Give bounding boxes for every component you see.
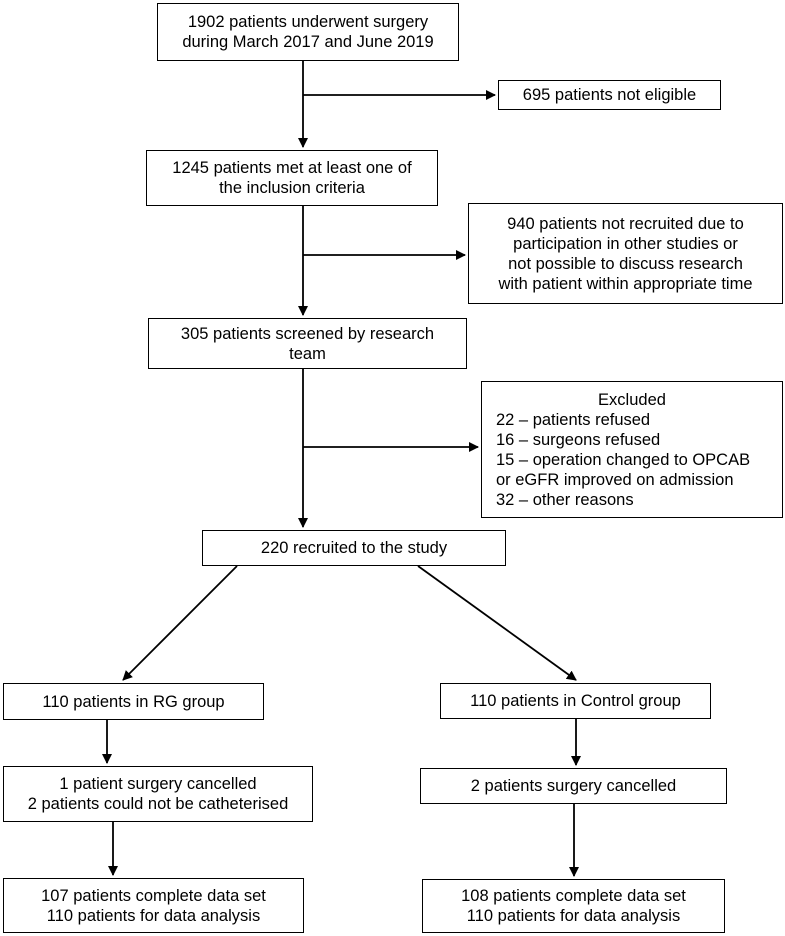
not-eligible-box: 695 patients not eligible bbox=[498, 80, 721, 110]
excluded-reason-4: 32 – other reasons bbox=[496, 491, 634, 509]
rg-cancelled-line-1: 1 patient surgery cancelled bbox=[59, 775, 257, 793]
not-recruited-box: 940 patients not recruited due to partic… bbox=[468, 203, 783, 304]
recruited-box: 220 recruited to the study bbox=[202, 530, 506, 566]
surgery-box: 1902 patients underwent surgery during M… bbox=[157, 3, 459, 61]
excluded-heading: Excluded bbox=[598, 391, 666, 409]
not-recruited-line-3: not possible to discuss research bbox=[508, 254, 743, 273]
rg-complete-line-2: 110 patients for data analysis bbox=[46, 906, 261, 925]
met-criteria-box: 1245 patients met at least one of the in… bbox=[146, 150, 438, 206]
rg-cancelled-box: 1 patient surgery cancelled 2 patients c… bbox=[3, 766, 313, 822]
rg-group-line-1: 110 patients in RG group bbox=[42, 692, 225, 711]
excluded-reason-2: 16 – surgeons refused bbox=[496, 431, 661, 449]
rg-cancelled-line-2: 2 patients could not be catheterised bbox=[27, 795, 289, 813]
surgery-line-2: during March 2017 and June 2019 bbox=[182, 33, 434, 51]
control-group-line-1: 110 patients in Control group bbox=[470, 692, 681, 710]
not-eligible-line-1: 695 patients not eligible bbox=[522, 86, 697, 104]
arrow-recruited-to-rg bbox=[122, 565, 238, 681]
screened-box: 305 patients screened by research team bbox=[148, 318, 467, 369]
not-recruited-line-1: 940 patients not recruited due to bbox=[507, 214, 744, 233]
surgery-line-1: 1902 patients underwent surgery bbox=[187, 13, 429, 31]
excluded-reason-1: 22 – patients refused bbox=[496, 411, 651, 429]
control-cancelled-box: 2 patients surgery cancelled bbox=[420, 768, 727, 804]
control-cancelled-line-1: 2 patients surgery cancelled bbox=[470, 777, 677, 795]
rg-complete-box: 107 patients complete data set 110 patie… bbox=[3, 878, 304, 933]
excluded-reason-3-cont: or eGFR improved on admission bbox=[496, 471, 734, 489]
recruited-line-1: 220 recruited to the study bbox=[260, 539, 448, 557]
not-recruited-line-4: with patient within appropriate time bbox=[498, 274, 753, 293]
control-complete-line-2: 110 patients for data analysis bbox=[466, 907, 681, 925]
met-criteria-line-1: 1245 patients met at least one of bbox=[172, 159, 412, 177]
control-complete-line-1: 108 patients complete data set bbox=[461, 887, 686, 905]
control-complete-box: 108 patients complete data set 110 patie… bbox=[422, 879, 725, 933]
excluded-reason-3: 15 – operation changed to OPCAB bbox=[496, 451, 751, 469]
excluded-box: Excluded 22 – patients refused 16 – surg… bbox=[481, 381, 783, 518]
rg-group-box: 110 patients in RG group bbox=[3, 683, 264, 720]
arrow-recruited-to-control bbox=[417, 565, 577, 681]
rg-complete-line-1: 107 patients complete data set bbox=[41, 886, 266, 905]
screened-line-2: team bbox=[289, 344, 326, 363]
screened-line-1: 305 patients screened by research bbox=[180, 324, 435, 343]
met-criteria-line-2: the inclusion criteria bbox=[219, 179, 365, 197]
not-recruited-line-2: participation in other studies or bbox=[513, 234, 738, 253]
control-group-box: 110 patients in Control group bbox=[440, 683, 711, 719]
